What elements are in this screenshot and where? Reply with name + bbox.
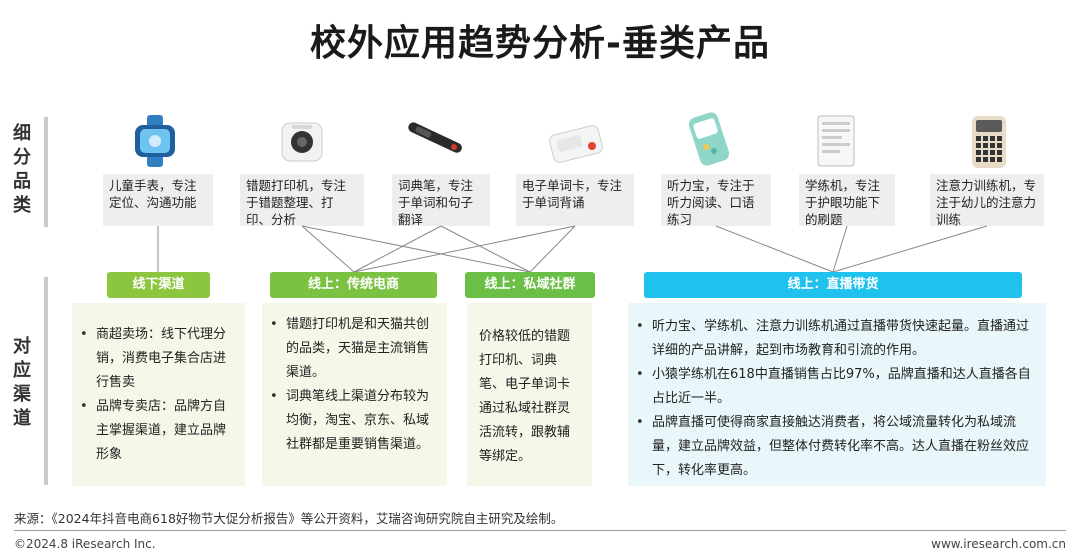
product-listening-device: 听力宝，专注于听力阅读、口语练习: [661, 174, 771, 226]
channel-private-community: 线上：私域社群: [465, 272, 595, 298]
channel-ecommerce: 线上：传统电商: [270, 272, 437, 298]
page-title: 校外应用趋势分析-垂类产品: [310, 23, 770, 64]
panel-private-community: 价格较低的错题打印机、词典笔、电子单词卡通过私域社群灵活流转，跟教辅等绑定。: [467, 303, 592, 486]
segments-divider: [44, 117, 48, 227]
product-study-machine: 学练机，专注于护眼功能下的刷题: [799, 174, 895, 226]
product-error-printer: 错题打印机，专注于错题整理、打印、分析: [240, 174, 364, 226]
panel-text: 价格较低的错题打印机、词典笔、电子单词卡通过私域社群灵活流转，跟教辅等绑定。: [479, 329, 571, 464]
channel-offline: 线下渠道: [107, 272, 210, 298]
segments-label: 细分品类: [13, 123, 31, 216]
word-card-icon: [549, 125, 603, 163]
listening-device-icon: [688, 112, 730, 166]
footer-divider: [14, 530, 1066, 531]
channel-livestream: 线上：直播带货: [644, 272, 1022, 298]
website-link[interactable]: www.iresearch.com.cn: [931, 537, 1066, 551]
attention-trainer-icon: [972, 116, 1006, 168]
list-item: 词典笔线上渠道分布较为均衡，淘宝、京东、私域社群都是重要销售渠道。: [262, 385, 437, 457]
list-item: 商超卖场：线下代理分销，消费电子集合店进行售卖: [72, 323, 235, 395]
product-attention-trainer: 注意力训练机，专注于幼儿的注意力训练: [930, 174, 1044, 226]
error-printer-icon: [281, 122, 323, 162]
panel-ecommerce: 错题打印机是和天猫共创的品类，天猫是主流销售渠道。 词典笔线上渠道分布较为均衡，…: [262, 303, 447, 486]
list-item: 小猿学练机在618中直播销售占比97%，品牌直播和达人直播各自占比近一半。: [628, 363, 1036, 411]
channels-divider: [44, 277, 48, 485]
panel-offline: 商超卖场：线下代理分销，消费电子集合店进行售卖 品牌专卖店：品牌方自主掌握渠道，…: [72, 303, 245, 486]
dictionary-pen-icon: [408, 122, 462, 153]
list-item: 品牌专卖店：品牌方自主掌握渠道，建立品牌形象: [72, 395, 235, 467]
list-item: 听力宝、学练机、注意力训练机通过直播带货快速起量。直播通过详细的产品讲解，起到市…: [628, 315, 1036, 363]
list-item: 品牌直播可使得商家直接触达消费者，将公域流量转化为私域流量，建立品牌效益，但整体…: [628, 411, 1036, 483]
kids-watch-icon: [135, 115, 175, 167]
product-word-card: 电子单词卡，专注于单词背诵: [516, 174, 634, 226]
product-kids-watch: 儿童手表，专注定位、沟通功能: [103, 174, 213, 226]
product-dictionary-pen: 词典笔，专注于单词和句子翻译: [392, 174, 490, 226]
copyright: ©2024.8 iResearch Inc.: [14, 537, 156, 551]
study-machine-icon: [817, 115, 855, 167]
source-note: 来源：《2024年抖音电商618好物节大促分析报告》等公开资料，艾瑞咨询研究院自…: [14, 511, 564, 526]
panel-livestream: 听力宝、学练机、注意力训练机通过直播带货快速起量。直播通过详细的产品讲解，起到市…: [628, 303, 1046, 486]
list-item: 错题打印机是和天猫共创的品类，天猫是主流销售渠道。: [262, 313, 437, 385]
channels-label: 对应渠道: [13, 336, 31, 429]
